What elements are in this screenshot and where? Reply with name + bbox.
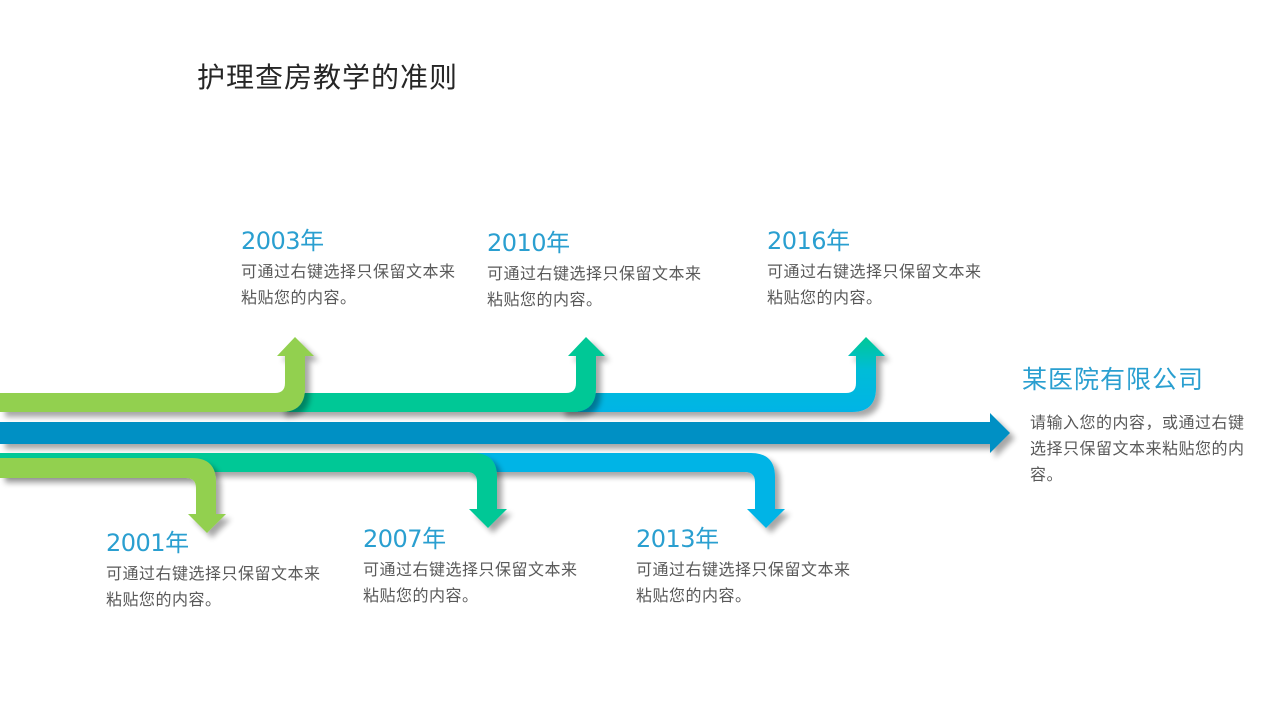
arrow-up-icon-2003 bbox=[0, 337, 314, 412]
company-description: 请输入您的内容，或通过右键选择只保留文本来粘贴您的内容。 bbox=[1030, 413, 1245, 484]
arrow-up-icon-2010 bbox=[280, 337, 605, 412]
milestone-2007: 2007年 可通过右键选择只保留文本来粘贴您的内容。 bbox=[363, 524, 578, 609]
milestone-year: 2013年 bbox=[636, 525, 719, 553]
milestone-year: 2016年 bbox=[767, 227, 850, 255]
milestone-year: 2007年 bbox=[363, 525, 446, 553]
milestone-description: 可通过右键选择只保留文本来粘贴您的内容。 bbox=[363, 560, 578, 605]
milestone-2010: 2010年 可通过右键选择只保留文本来粘贴您的内容。 bbox=[487, 228, 702, 313]
milestone-year: 2001年 bbox=[106, 529, 189, 557]
milestone-description: 可通过右键选择只保留文本来粘贴您的内容。 bbox=[241, 262, 456, 307]
milestone-description: 可通过右键选择只保留文本来粘贴您的内容。 bbox=[636, 560, 851, 605]
arrow-down-icon-2001 bbox=[0, 458, 226, 533]
slide-title: 护理查房教学的准则 bbox=[197, 61, 459, 94]
arrow-down-icon-2013 bbox=[470, 453, 785, 528]
milestone-description: 可通过右键选择只保留文本来粘贴您的内容。 bbox=[767, 262, 982, 307]
milestone-description: 可通过右键选择只保留文本来粘贴您的内容。 bbox=[487, 264, 702, 309]
milestone-2001: 2001年 可通过右键选择只保留文本来粘贴您的内容。 bbox=[106, 528, 321, 613]
milestone-description: 可通过右键选择只保留文本来粘贴您的内容。 bbox=[106, 564, 321, 609]
milestone-year: 2003年 bbox=[241, 227, 324, 255]
company-name: 某医院有限公司 bbox=[1022, 365, 1205, 394]
milestone-2013: 2013年 可通过右键选择只保留文本来粘贴您的内容。 bbox=[636, 524, 851, 609]
arrow-up-icon-2016 bbox=[560, 337, 885, 412]
main-timeline-arrow-icon bbox=[0, 413, 1010, 453]
milestone-2003: 2003年 可通过右键选择只保留文本来粘贴您的内容。 bbox=[241, 226, 456, 311]
company-block: 某医院有限公司 请输入您的内容，或通过右键选择只保留文本来粘贴您的内容。 bbox=[1022, 364, 1245, 488]
milestone-year: 2010年 bbox=[487, 229, 570, 257]
milestone-2016: 2016年 可通过右键选择只保留文本来粘贴您的内容。 bbox=[767, 226, 982, 311]
